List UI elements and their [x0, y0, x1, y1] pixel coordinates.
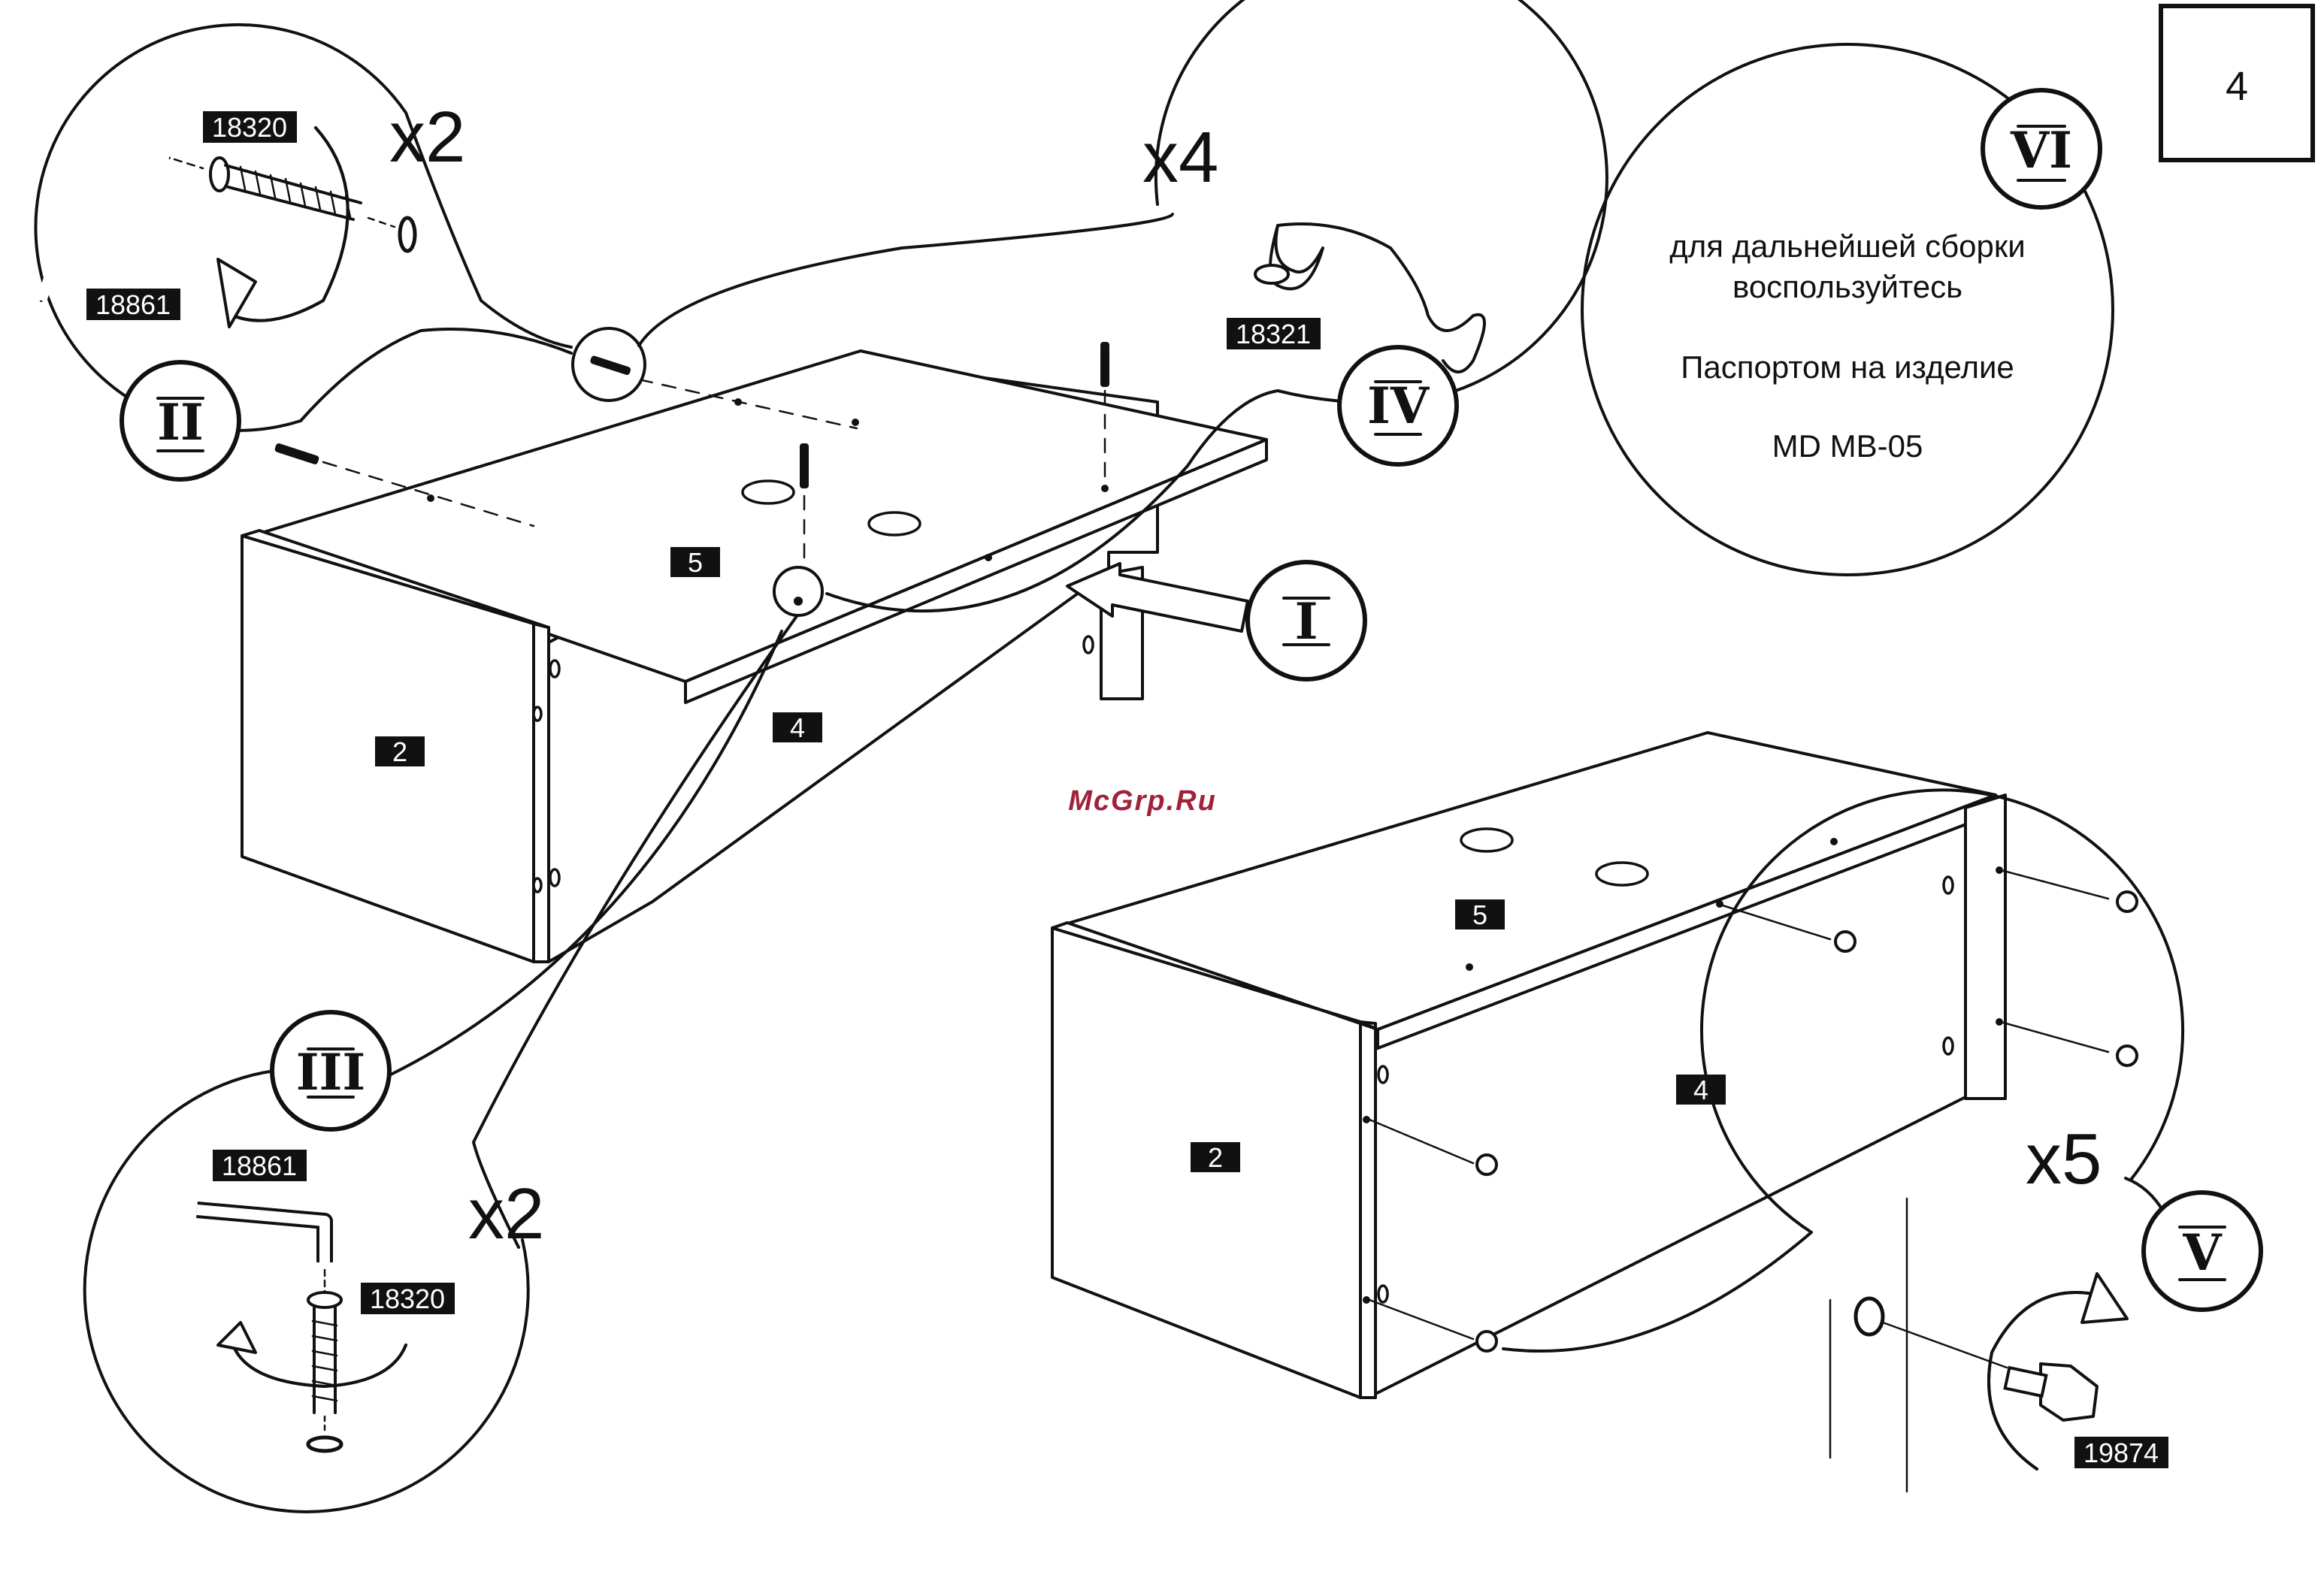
page-number-box: 4: [2161, 6, 2313, 160]
detail-circle-2: 18320 18861: [35, 25, 571, 431]
rotate-arrow-icon: [218, 259, 256, 327]
step-label-1: I: [1295, 592, 1318, 651]
step-badge-5: V: [2144, 1192, 2261, 1310]
upper-cabinet: 2 4 5: [242, 328, 1266, 962]
step-badge-1: I: [1248, 562, 1365, 679]
rotate-arrow-icon-3: [2082, 1274, 2127, 1322]
count-step-4: x4: [1142, 117, 1218, 198]
part-tag-18320-top: 18320: [212, 112, 287, 143]
svg-text:2: 2: [1208, 1142, 1223, 1173]
panel-label-5-lower: 5: [1455, 899, 1505, 930]
svg-text:5: 5: [688, 547, 703, 578]
step-label-6: VI: [2010, 121, 2072, 180]
svg-text:5: 5: [1472, 899, 1487, 930]
count-step-3: x2: [468, 1174, 544, 1254]
svg-text:2: 2: [392, 736, 407, 767]
panel-label-2-upper: 2: [375, 736, 425, 767]
panel-label-5-upper: 5: [670, 547, 720, 578]
panel-label-2-lower: 2: [1191, 1142, 1240, 1173]
note-line-2: воспользуйтесь: [1732, 269, 1962, 304]
step-label-4: IV: [1367, 376, 1430, 435]
watermark: McGrp.Ru: [1068, 785, 1217, 817]
step-label-5: V: [2182, 1223, 2223, 1282]
right-side-lower: [1965, 795, 2005, 1099]
hex-bolt-icon: [2041, 1364, 2097, 1420]
panel-label-4-lower: 4: [1676, 1075, 1726, 1105]
step-badge-2: II: [122, 362, 239, 479]
rotate-arrow-icon-2: [218, 1322, 256, 1353]
part-tag-18861-top: 18861: [95, 289, 171, 320]
count-step-2: x2: [389, 97, 465, 177]
part-tag-18320-bottom: 18320: [370, 1283, 445, 1314]
step-badge-4: IV: [1339, 347, 1457, 464]
count-step-5: x5: [2026, 1119, 2102, 1199]
note-line-4: MD MB-05: [1772, 428, 1923, 464]
step-label-3: III: [296, 1043, 366, 1102]
svg-text:4: 4: [790, 712, 805, 743]
note-line-1: для дальнейшей сборки: [1669, 228, 2025, 264]
insert-arrow-icon: [1067, 564, 1248, 631]
panel-2-upper-edge: [534, 624, 549, 962]
part-tag-18321: 18321: [1236, 319, 1311, 349]
lower-cabinet: 2 4 5: [1052, 733, 2137, 1398]
part-tag-18861-bottom: 18861: [222, 1150, 297, 1181]
part-tag-19874: 19874: [2083, 1437, 2159, 1468]
step-badge-6: VI: [1983, 90, 2100, 207]
step-badge-3: III: [272, 1012, 389, 1129]
note-line-3: Паспортом на изделие: [1681, 349, 2014, 385]
panel-label-4-upper: 4: [773, 712, 822, 743]
step-label-2: II: [157, 393, 204, 452]
page-number: 4: [2226, 64, 2248, 109]
